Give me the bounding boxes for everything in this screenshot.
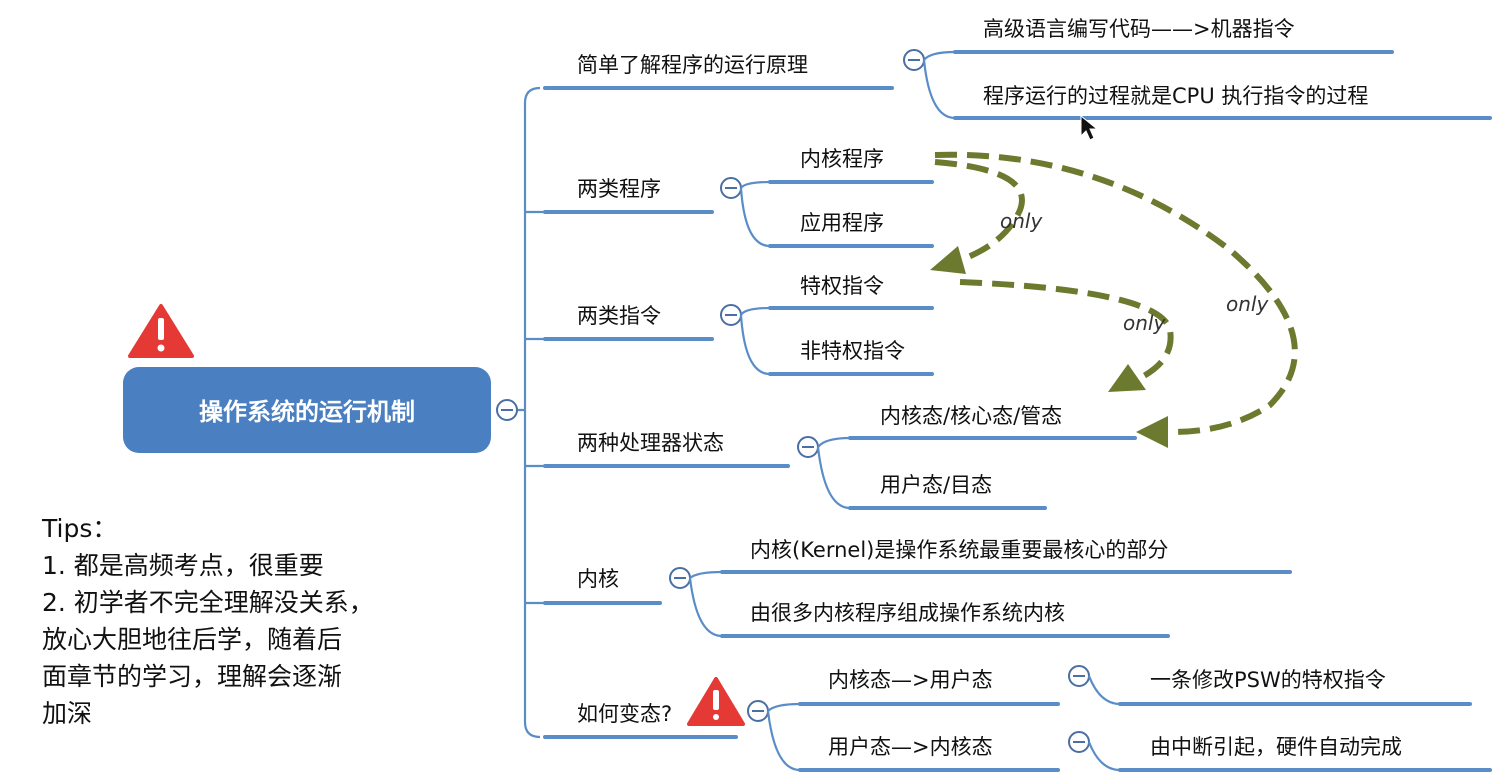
leaf-node[interactable]: 应用程序 [768,211,934,248]
collapse-icon[interactable] [720,177,742,199]
warning-icon [687,677,745,726]
root-collapse-icon[interactable] [496,399,518,421]
leaf-node[interactable]: 非特权指令 [768,339,934,376]
collapse-icon[interactable] [903,49,925,71]
leaf-label: 用户态/目态 [880,473,992,497]
branch-label: 两类程序 [577,177,661,201]
branch-two-instructions[interactable]: 两类指令 [543,304,714,341]
sub-branch-node[interactable]: 内核态—>用户态 [798,668,1060,706]
branch-kernel[interactable]: 内核 [543,567,662,605]
tips-line: 放心大胆地往后学，随着后 [42,625,343,654]
arrow-privileged-to-kernel-mode [959,279,1174,392]
tips-panel: Tips： 1. 都是高频考点，很重要 2. 初学者不完全理解没关系， 放心大胆… [42,510,462,732]
collapse-icon[interactable] [720,304,742,326]
tips-line: 面章节的学习，理解会逐渐 [42,662,343,691]
leaf-label: 高级语言编写代码——>机器指令 [983,17,1295,41]
trunk-connector [507,86,545,739]
branch-label: 两种处理器状态 [577,431,724,455]
branch-program-principle[interactable]: 简单了解程序的运行原理 [543,53,894,90]
leaf-node[interactable]: 程序运行的过程就是CPU 执行指令的过程 [953,84,1492,120]
collapse-icon[interactable] [797,436,819,458]
branch-label: 内核 [577,567,619,591]
sub-branch-label: 用户态—>内核态 [828,735,993,759]
sub-branch-node[interactable]: 用户态—>内核态 [798,735,1060,772]
branch-label: 两类指令 [577,304,661,328]
root-node[interactable]: 操作系统的运行机制 [123,367,491,453]
leaf-label: 内核程序 [800,147,884,171]
collapse-icon[interactable] [669,567,691,589]
mouse-cursor-icon [1080,114,1099,141]
branch-processor-states[interactable]: 两种处理器状态 [543,431,790,468]
branch-state-switch[interactable]: 如何变态? [543,702,738,739]
leaf-node[interactable]: 特权指令 [768,274,934,310]
leaf-label: 由中断引起，硬件自动完成 [1150,735,1402,759]
arrow-label: only [1123,311,1166,335]
tips-title: Tips： [42,514,118,543]
arrow-label: only [1226,292,1269,316]
leaf-node[interactable]: 内核态/核心态/管态 [848,404,1137,440]
collapse-icon[interactable] [1068,731,1090,753]
leaf-label: 程序运行的过程就是CPU 执行指令的过程 [983,84,1368,108]
leaf-node[interactable]: 内核程序 [768,147,934,184]
branch-two-programs[interactable]: 两类程序 [543,177,714,214]
tips-line: 2. 初学者不完全理解没关系， [42,588,374,617]
leaf-node[interactable]: 内核(Kernel)是操作系统最重要最核心的部分 [720,538,1292,574]
leaf-node[interactable]: 由中断引起，硬件自动完成 [1118,735,1492,772]
collapse-icon[interactable] [1068,665,1090,687]
tips-line: 加深 [42,699,93,728]
warning-icon [128,304,194,358]
branch-label: 简单了解程序的运行原理 [577,53,808,77]
leaf-label: 特权指令 [800,274,884,298]
leaf-label: 一条修改PSW的特权指令 [1150,668,1386,692]
root-label: 操作系统的运行机制 [199,398,415,426]
leaf-label: 由很多内核程序组成操作系统内核 [750,601,1065,625]
leaf-label: 内核(Kernel)是操作系统最重要最核心的部分 [750,538,1168,562]
leaf-label: 非特权指令 [800,339,905,363]
collapse-icon[interactable] [747,700,769,722]
arrow-kernel-program-to-privileged [930,159,1025,274]
leaf-node[interactable]: 高级语言编写代码——>机器指令 [953,17,1394,54]
arrow-kernel-program-to-kernel-mode [934,151,1298,448]
sub-branch-label: 内核态—>用户态 [828,668,993,692]
leaf-node[interactable]: 用户态/目态 [848,473,1047,510]
leaf-label: 应用程序 [800,211,884,235]
tips-line: 1. 都是高频考点，很重要 [42,551,324,580]
leaf-label: 内核态/核心态/管态 [880,404,1062,428]
leaf-node[interactable]: 由很多内核程序组成操作系统内核 [720,601,1170,638]
arrow-label: only [1000,209,1043,233]
branch-label: 如何变态? [577,702,672,726]
leaf-node[interactable]: 一条修改PSW的特权指令 [1118,668,1472,706]
